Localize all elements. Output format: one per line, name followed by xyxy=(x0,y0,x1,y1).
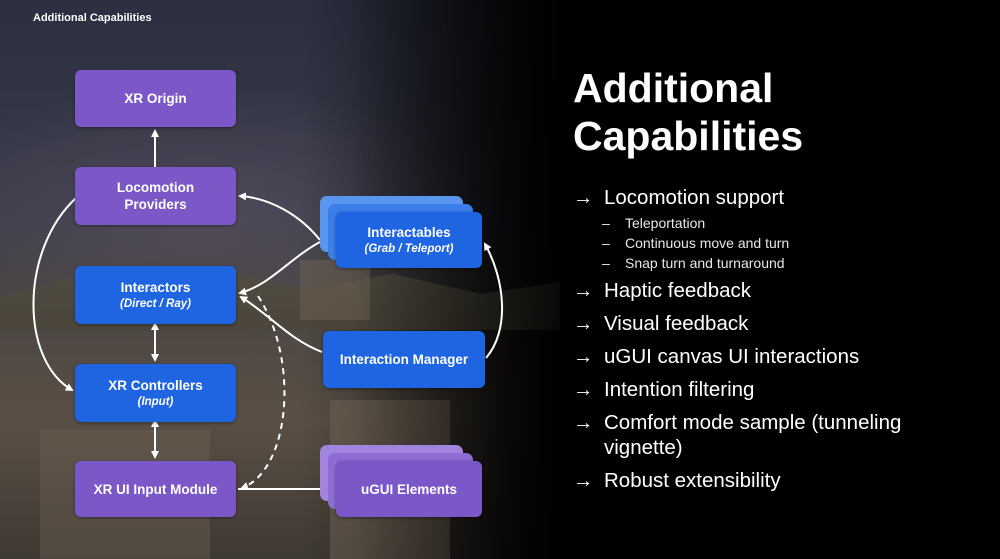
node-xr-controllers-subtitle: (Input) xyxy=(137,395,174,408)
node-xr-ui-input-module: XR UI Input Module xyxy=(75,461,236,517)
capability-item-text: Intention filtering xyxy=(604,378,755,401)
node-xr-controllers-title: XR Controllers xyxy=(108,377,203,393)
node-interactors-subtitle: (Direct / Ray) xyxy=(120,297,191,310)
capability-subitems: –Teleportation–Continuous move and turn–… xyxy=(573,215,973,272)
node-interactables-subtitle: (Grab / Teleport) xyxy=(364,242,454,255)
arrow-right-icon: → xyxy=(573,378,594,401)
capability-item-text: uGUI canvas UI interactions xyxy=(604,345,860,368)
capability-item: → Visual feedback xyxy=(573,311,973,336)
capability-item-text: Comfort mode sample (tunneling vignette) xyxy=(604,411,902,459)
capability-item: → Robust extensibility xyxy=(573,468,973,493)
arrow-right-icon: → xyxy=(573,186,594,209)
edge-interactables-to-locomotion xyxy=(238,192,321,241)
capability-subitem-text: Continuous move and turn xyxy=(625,235,790,251)
capability-item: → Haptic feedback xyxy=(573,278,973,303)
arrow-right-icon: → xyxy=(573,279,594,302)
node-xr-origin: XR Origin xyxy=(75,70,236,127)
edge-manager-to-interactables xyxy=(484,242,503,359)
arrow-right-icon: → xyxy=(573,345,594,368)
node-interaction-manager-title: Interaction Manager xyxy=(339,352,469,367)
node-interactables: Interactables (Grab / Teleport) xyxy=(336,212,482,268)
panel-title: Additional Capabilities xyxy=(573,65,804,159)
capability-item: → Locomotion support xyxy=(573,185,973,210)
arrow-right-icon: → xyxy=(573,312,594,335)
arrow-right-icon: → xyxy=(573,469,594,492)
capability-item-text: Robust extensibility xyxy=(604,469,781,492)
node-locomotion-providers: Locomotion Providers xyxy=(75,167,236,225)
capability-subitem: –Teleportation xyxy=(573,215,973,232)
capability-subitem-text: Snap turn and turnaround xyxy=(625,255,785,271)
capability-subitem: –Snap turn and turnaround xyxy=(573,255,973,272)
capabilities-list: →Locomotion support–Teleportation–Contin… xyxy=(573,185,973,501)
edge-interactors-to-uiinput xyxy=(240,295,286,490)
capability-item-text: Haptic feedback xyxy=(604,279,752,302)
capability-item-text: Visual feedback xyxy=(604,312,749,335)
node-ugui-elements-title: uGUI Elements xyxy=(360,481,458,497)
dash-bullet: – xyxy=(602,235,610,251)
capability-item-text: Locomotion support xyxy=(604,186,785,209)
node-xr-controllers: XR Controllers (Input) xyxy=(75,364,236,422)
dash-bullet: – xyxy=(602,215,610,231)
edge-locomotion-to-controllers xyxy=(32,197,77,392)
node-locomotion-providers-title: Locomotion Providers xyxy=(116,180,195,212)
capability-item: → Comfort mode sample (tunneling vignette… xyxy=(573,410,973,460)
edge-interactables-to-interactors xyxy=(238,241,321,296)
capability-subitem: –Continuous move and turn xyxy=(573,235,973,252)
node-interaction-manager: Interaction Manager xyxy=(323,331,485,388)
node-xr-ui-input-module-title: XR UI Input Module xyxy=(93,481,218,497)
node-interactors-title: Interactors xyxy=(120,279,191,295)
edge-manager-to-interactors xyxy=(239,295,323,353)
node-interactors: Interactors (Direct / Ray) xyxy=(75,266,236,324)
capability-subitem-text: Teleportation xyxy=(625,215,706,231)
node-ugui-elements: uGUI Elements xyxy=(336,461,482,517)
slide-header-label: Additional Capabilities xyxy=(33,12,152,24)
node-interactables-title: Interactables xyxy=(367,224,451,240)
capability-item: → uGUI canvas UI interactions xyxy=(573,344,973,369)
dash-bullet: – xyxy=(602,255,610,271)
capability-item: → Intention filtering xyxy=(573,377,973,402)
node-xr-origin-title: XR Origin xyxy=(124,91,187,106)
arrow-right-icon: → xyxy=(573,411,594,434)
